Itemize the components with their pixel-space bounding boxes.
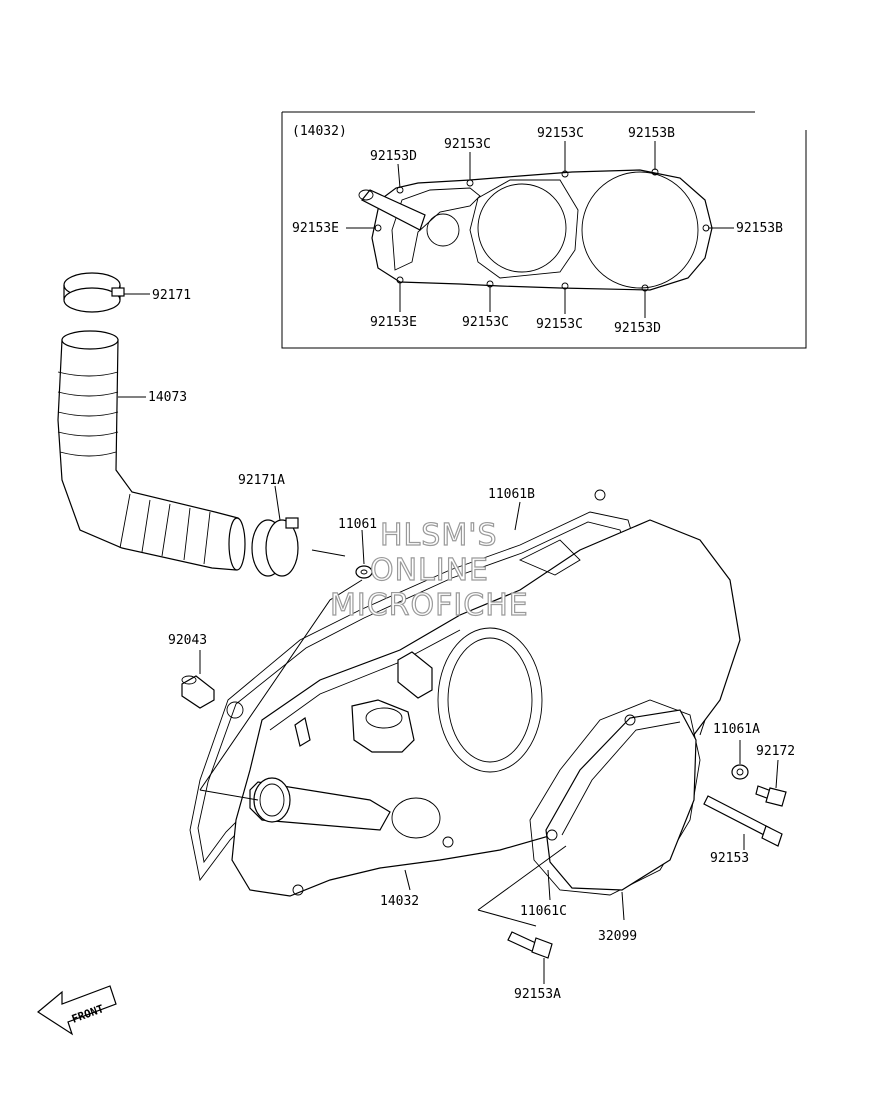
front-arrow: FRONT bbox=[36, 985, 117, 1036]
inset-label-92153c-top2: 92153C bbox=[537, 126, 584, 141]
inset-label-92153d-top: 92153D bbox=[370, 149, 417, 164]
clamp-92171: 92171 bbox=[63, 272, 191, 313]
watermark: HLSM'S ONLINE MICROFICHE bbox=[329, 517, 529, 623]
bolt-92172: 92172 bbox=[755, 744, 795, 807]
inset-label-92153e-left: 92153E bbox=[292, 221, 339, 236]
label-92171: 92171 bbox=[152, 288, 191, 303]
inset-cover-drawing bbox=[358, 168, 713, 292]
label-92153: 92153 bbox=[710, 851, 749, 866]
inset-label-92153c-top1: 92153C bbox=[444, 137, 491, 152]
label-11061: 11061 bbox=[338, 517, 377, 532]
cover-32099: 32099 bbox=[545, 709, 697, 944]
leader-collar-bolt bbox=[199, 579, 363, 791]
inset-label-92153c-bottom2: 92153C bbox=[536, 317, 583, 332]
duct-14073: 14073 bbox=[57, 330, 246, 571]
watermark-line-2: ONLINE bbox=[370, 553, 489, 588]
leader-collar-joint bbox=[199, 789, 259, 801]
bolt-92153a: 92153A bbox=[507, 931, 561, 1002]
bolt-92153: 92153 bbox=[703, 795, 783, 866]
inset-ref-label: (14032) bbox=[292, 124, 347, 139]
inset-label-92153b-top: 92153B bbox=[628, 126, 675, 141]
washer-11061a: 11061A bbox=[713, 722, 760, 780]
label-92153a: 92153A bbox=[514, 987, 561, 1002]
label-92171a: 92171A bbox=[238, 473, 285, 488]
label-11061b: 11061B bbox=[488, 487, 535, 502]
clamp-92171a: 92171A bbox=[238, 473, 346, 577]
inset-label-92153c-bottom1: 92153C bbox=[462, 315, 509, 330]
inset-label-92153d-bottom: 92153D bbox=[614, 321, 661, 336]
label-11061a: 11061A bbox=[713, 722, 760, 737]
label-92172: 92172 bbox=[756, 744, 795, 759]
label-11061c: 11061C bbox=[520, 904, 567, 919]
inset-panel: (14032) 92153D 92153C 92153C bbox=[281, 111, 807, 349]
watermark-line-3: MICROFICHE bbox=[330, 588, 529, 623]
label-32099: 32099 bbox=[598, 929, 637, 944]
label-14032: 14032 bbox=[380, 894, 419, 909]
inset-label-92153b-right: 92153B bbox=[736, 221, 783, 236]
watermark-line-1: HLSM'S bbox=[380, 518, 498, 553]
gasket-11061c: 11061C bbox=[520, 699, 701, 919]
leader-92153a bbox=[477, 845, 567, 927]
label-92043: 92043 bbox=[168, 633, 207, 648]
label-14073: 14073 bbox=[148, 390, 187, 405]
washer-11061: 11061 bbox=[338, 517, 377, 579]
inset-label-92153e-bottom: 92153E bbox=[370, 315, 417, 330]
collar-92043: 92043 bbox=[168, 633, 215, 709]
leader-11061a bbox=[699, 719, 706, 736]
